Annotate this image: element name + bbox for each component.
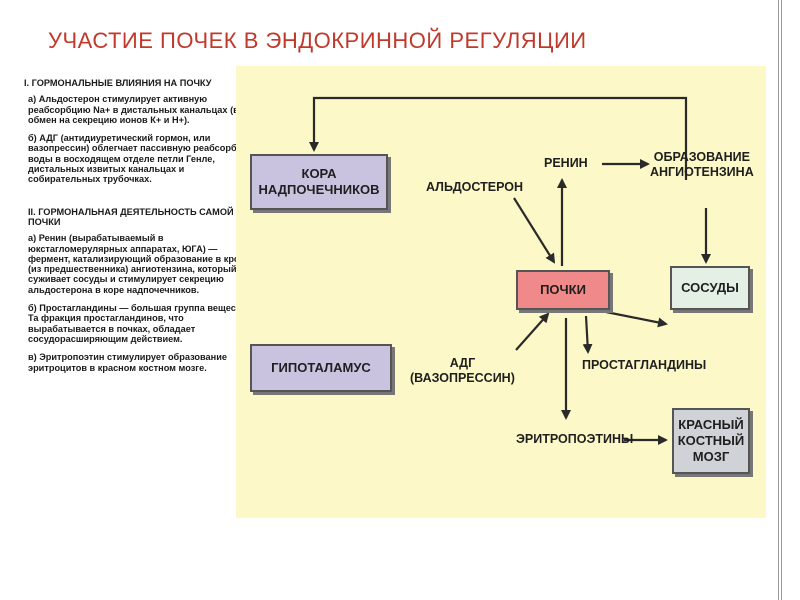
angiotensin-label-line2: АНГИОТЕНЗИНА	[650, 165, 754, 179]
kidney-label: ПОЧКИ	[540, 282, 586, 297]
adh-label-line1: АДГ	[449, 356, 476, 370]
vessels-label: СОСУДЫ	[681, 280, 739, 295]
red-marrow-label-line1: КРАСНЫЙ	[678, 417, 744, 432]
text-column: I. ГОРМОНАЛЬНЫЕ ВЛИЯНИЯ НА ПОЧКУ а) Альд…	[24, 78, 256, 381]
adrenal-cortex-box: КОРА НАДПОЧЕЧНИКОВ	[250, 154, 388, 210]
red-marrow-label-line3: МОЗГ	[692, 449, 730, 464]
section2-item-b: б) Простагландины — большая группа вещес…	[28, 303, 249, 344]
adrenal-cortex-label-line1: КОРА	[301, 166, 337, 181]
section1-item-b: б) АДГ (антидиуретический гормон, или ва…	[28, 133, 256, 185]
kidney-box: ПОЧКИ	[516, 270, 610, 310]
arrow-kidney-to-vessels	[605, 310, 668, 328]
erythropoietins-label: ЭРИТРОПОЭТИНЫ	[516, 432, 634, 446]
hypothalamus-label: ГИПОТАЛАМУС	[271, 360, 371, 375]
adrenal-cortex-label-line2: НАДПОЧЕЧНИКОВ	[258, 182, 380, 197]
prostaglandins-label: ПРОСТАГЛАНДИНЫ	[582, 358, 707, 372]
aldosterone-label: АЛЬДОСТЕРОН	[426, 180, 524, 194]
red-marrow-label-line2: КОСТНЫЙ	[677, 433, 745, 448]
arrow-aldosterone-to-kidney	[513, 197, 556, 264]
section2-item-c: в) Эритропоэтин стимулирует образование …	[28, 352, 227, 373]
section-gap	[24, 193, 256, 207]
section1-item-a: а) Альдостерон стимулирует активную реаб…	[28, 94, 239, 125]
angiotensin-label: ОБРАЗОВАНИЕ АНГИОТЕНЗИНА	[650, 150, 754, 180]
slide-right-border	[778, 0, 800, 600]
section1-heading: I. ГОРМОНАЛЬНЫЕ ВЛИЯНИЯ НА ПОЧКУ	[24, 78, 212, 88]
angiotensin-label-line1: ОБРАЗОВАНИЕ	[653, 150, 750, 164]
section2-item-a: а) Ренин (вырабатываемый в юкстагломерул…	[28, 233, 251, 295]
vessels-box: СОСУДЫ	[670, 266, 750, 310]
regulation-diagram: КОРА НАДПОЧЕЧНИКОВ ПОЧКИ СОСУДЫ ГИПОТАЛА…	[236, 66, 766, 518]
arrow-angiotensin-to-cortex	[309, 96, 688, 180]
arrow-kidney-to-prostaglandins	[582, 315, 593, 354]
red-marrow-box: КРАСНЫЙ КОСТНЫЙ МОЗГ	[672, 408, 750, 474]
arrow-adh-to-kidney	[515, 312, 550, 351]
adh-label-line2: (ВАЗОПРЕССИН)	[410, 371, 515, 385]
adh-label: АДГ (ВАЗОПРЕССИН)	[410, 356, 515, 386]
hypothalamus-box: ГИПОТАЛАМУС	[250, 344, 392, 392]
diagram-arrows	[309, 96, 711, 445]
page-title: УЧАСТИЕ ПОЧЕК В ЭНДОКРИННОЙ РЕГУЛЯЦИИ	[48, 28, 587, 53]
renin-label: РЕНИН	[544, 156, 588, 170]
section2-heading: II. ГОРМОНАЛЬНАЯ ДЕЯТЕЛЬНОСТЬ САМОЙ ПОЧК…	[28, 206, 234, 227]
